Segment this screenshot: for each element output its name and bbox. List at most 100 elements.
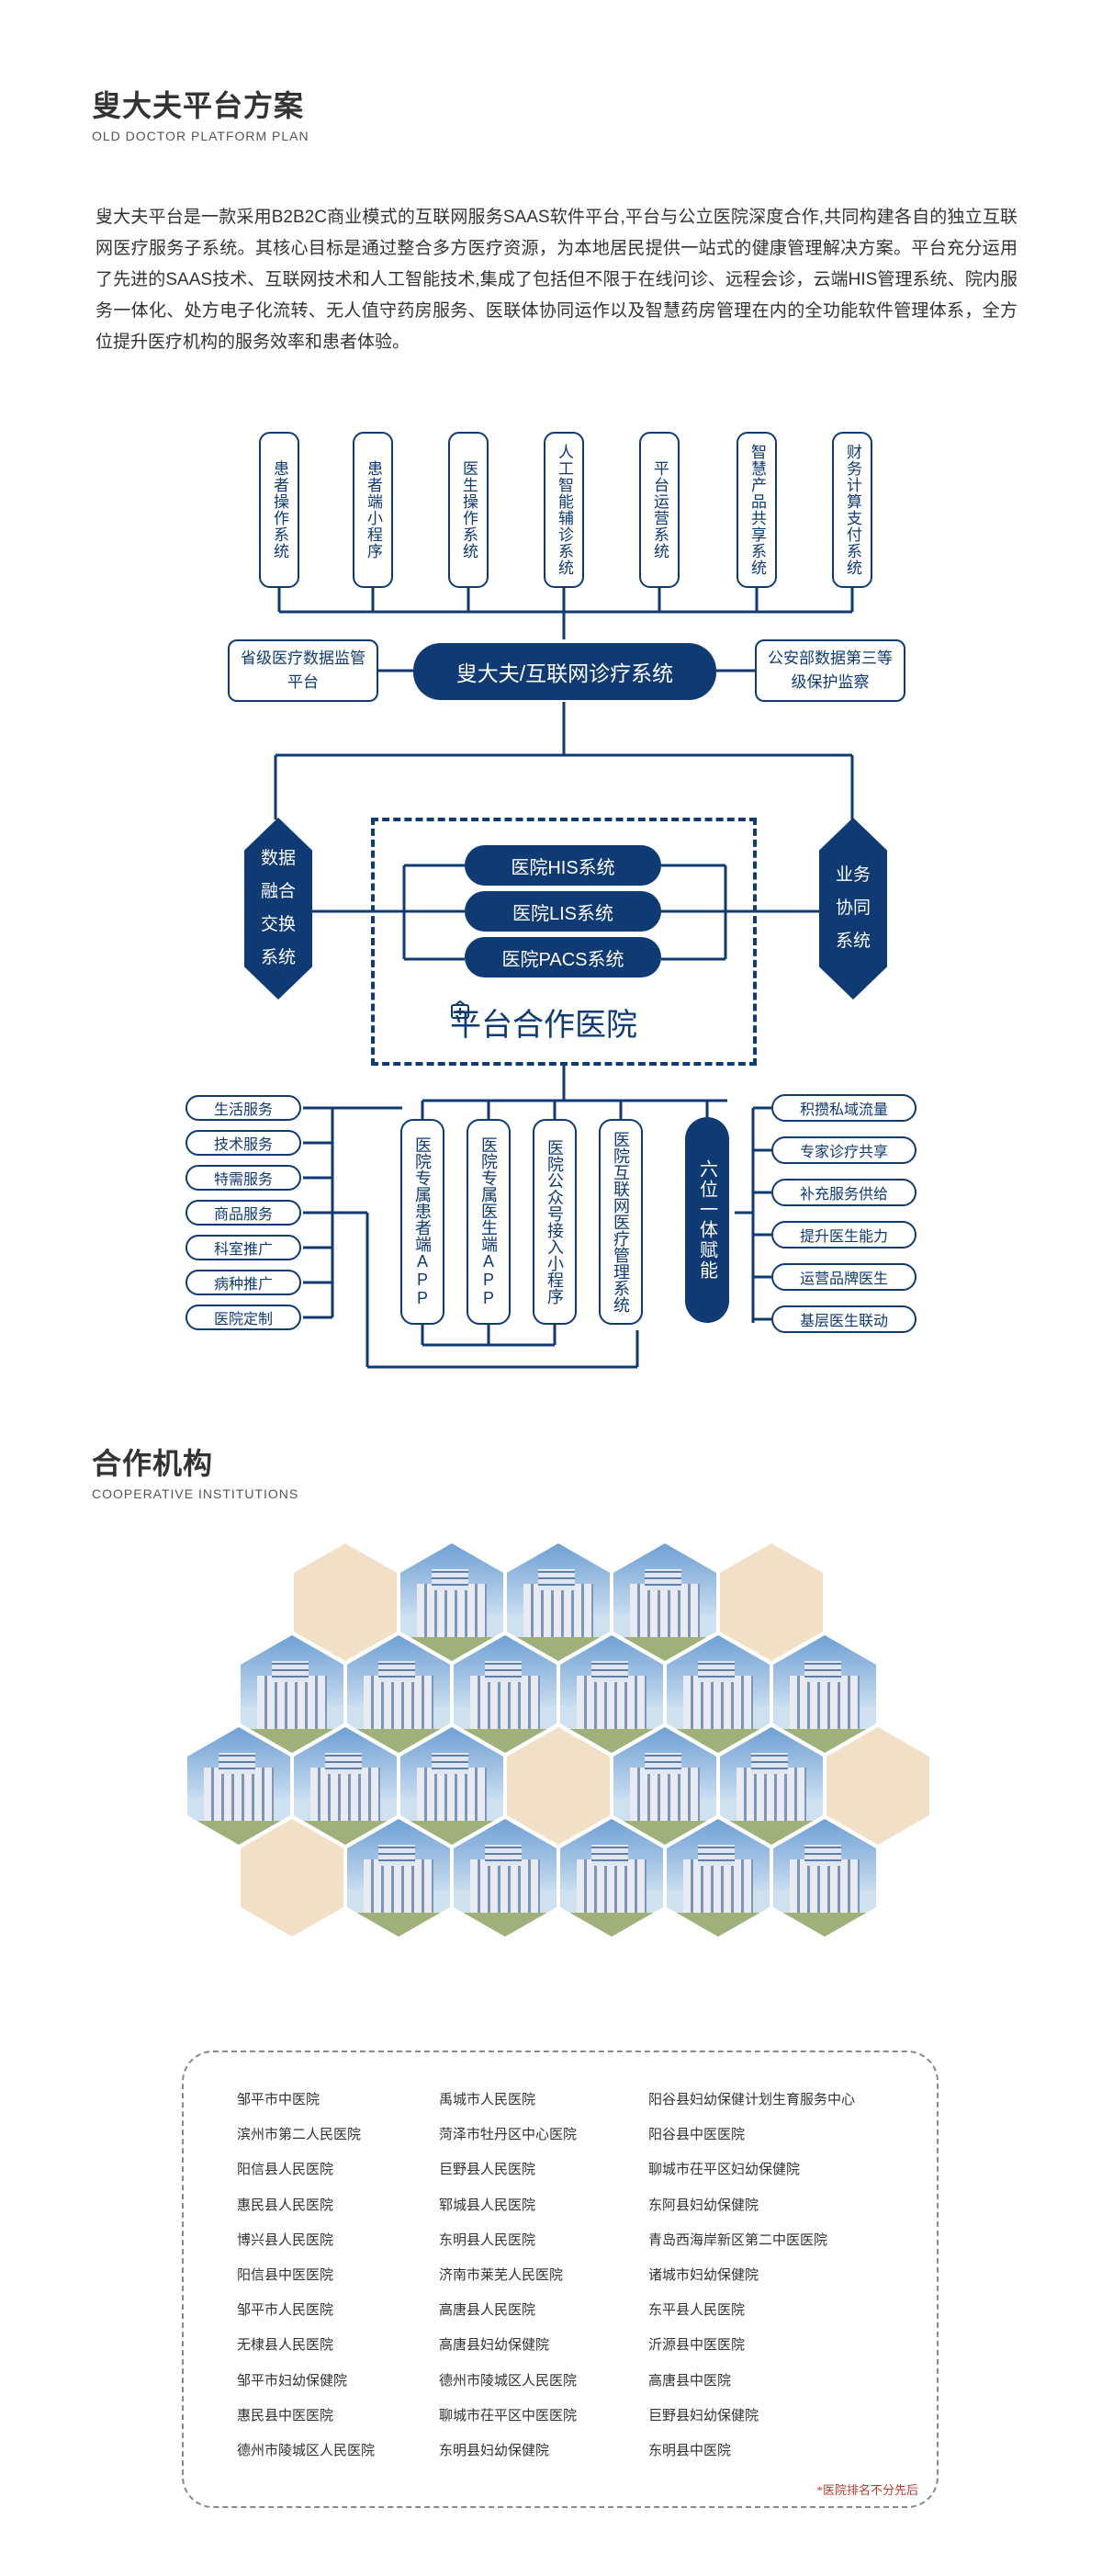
hospital-icon (451, 1000, 469, 1019)
hospital-name: 博兴县人民医院 (237, 2232, 334, 2248)
section-subtitle-platform: OLD DOCTOR PLATFORM PLAN (92, 129, 309, 143)
hospital-photo (720, 1727, 823, 1845)
hospital-name: 东明县中医院 (648, 2444, 732, 2458)
left-service-life: 生活服务 (186, 1095, 301, 1121)
hospital-name: 菏泽市牡丹区中心医院 (439, 2128, 578, 2143)
hospital-name: 阳信县中医医院 (237, 2268, 334, 2283)
hospital-photo (400, 1727, 503, 1845)
section-title-institutions: 合作机构 (92, 1447, 214, 1480)
hex-decor (720, 1543, 823, 1661)
hex-decor (241, 1819, 343, 1937)
his-system-pill: 医院HIS系统 (465, 845, 661, 886)
top-box-platform-operation: 平台运营系统 (639, 432, 680, 588)
data-exchange-hexagon: 数据融合交换系统 (244, 818, 312, 1000)
hospital-name: 高唐县人民医院 (439, 2303, 536, 2319)
hospital-name: 德州市陵城区人民医院 (439, 2373, 578, 2389)
hospital-photo (187, 1727, 290, 1845)
top-box-patient-miniprogram: 患者端小程序 (353, 432, 393, 588)
app-doctor: 医院专属医生端APP (467, 1119, 511, 1325)
hospital-name: 东明县人民医院 (439, 2232, 536, 2248)
ranking-note: *医院排名不分先后 (816, 2483, 918, 2497)
right-service-grassroots: 基层医生联动 (771, 1305, 916, 1333)
hospital-photo (400, 1543, 503, 1661)
left-service-disease: 病种推广 (186, 1270, 301, 1295)
hospital-name: 聊城市茌平区中医医院 (439, 2408, 578, 2423)
hospital-name: 高唐县中医院 (648, 2373, 732, 2389)
business-collaboration-hexagon: 业务协同系统 (819, 818, 887, 1000)
hospital-photo-honeycomb (0, 1543, 1102, 2021)
top-box-smart-product-sharing: 智慧产品共享系统 (737, 432, 777, 588)
hospital-name: 东平县人民医院 (648, 2303, 746, 2319)
partner-hospital-title: 平台合作医院 (450, 1000, 637, 1045)
app-official-account: 医院公众号接入小程序 (533, 1119, 577, 1325)
hospital-photo (613, 1727, 716, 1845)
provincial-data-platform-box: 省级医疗数据监管平台 (228, 639, 378, 702)
hospital-photo (560, 1635, 663, 1753)
top-box-patient-os: 患者操作系统 (259, 432, 299, 588)
data-exchange-label: 数据融合交换系统 (260, 849, 296, 967)
diagram-connectors (274, 588, 854, 1369)
hospital-name: 东阿县妇幼保健院 (648, 2198, 759, 2213)
hospital-name: 无棣县人民医院 (237, 2338, 334, 2354)
top-box-ai-diagnosis: 人工智能辅诊系统 (544, 432, 584, 588)
hospital-name: 沂源县中医医院 (648, 2338, 746, 2354)
hospital-photo (294, 1727, 397, 1845)
hospital-name: 阳谷县中医医院 (648, 2128, 746, 2143)
left-service-tech: 技术服务 (186, 1130, 301, 1156)
hospital-name: 济南市莱芜人民医院 (439, 2268, 564, 2283)
hospital-photo (613, 1543, 716, 1661)
hospital-name: 青岛西海岸新区第二中医医院 (648, 2232, 828, 2248)
platform-intro-paragraph: 叟大夫平台是一款采用B2B2C商业模式的互联网服务SAAS软件平台,平台与公立医… (96, 208, 1018, 352)
left-service-department: 科室推广 (186, 1235, 301, 1260)
section-subtitle-institutions: COOPERATIVE INSTITUTIONS (92, 1486, 299, 1501)
business-collaboration-label: 业务协同系统 (835, 865, 871, 951)
pacs-system-pill: 医院PACS系统 (465, 937, 661, 977)
platform-architecture-diagram: 患者操作系统 患者端小程序 医生操作系统 人工智能辅诊系统 平台运营系统 智慧产… (0, 367, 1102, 1433)
hospital-name: 郓城县人民医院 (439, 2198, 536, 2213)
right-service-expert: 专家诊疗共享 (771, 1136, 916, 1164)
hospital-photo (667, 1635, 770, 1753)
top-box-doctor-os: 医生操作系统 (448, 432, 489, 588)
hospital-name: 滨州市第二人民医院 (237, 2128, 362, 2143)
six-in-one-box: 六位一体赋能 (685, 1117, 729, 1323)
hospital-name: 阳信县人民医院 (237, 2163, 334, 2178)
hospital-name: 巨野县人民医院 (439, 2163, 536, 2178)
lis-system-pill: 医院LIS系统 (465, 891, 661, 932)
hospital-name: 惠民县中医医院 (237, 2408, 334, 2423)
left-service-goods: 商品服务 (186, 1200, 301, 1226)
hospital-photo (454, 1635, 557, 1753)
partner-hospital-frame (371, 818, 757, 1066)
hospital-photo (347, 1819, 450, 1937)
hospital-list-frame (182, 2051, 939, 2508)
hospital-photo (454, 1819, 557, 1937)
hospital-name: 邹平市人民医院 (237, 2303, 334, 2319)
right-service-doctor-ability: 提升医生能力 (771, 1221, 916, 1248)
hospital-name: 邹平市妇幼保健院 (237, 2373, 348, 2389)
hospital-photo (507, 1543, 610, 1661)
core-system-pill: 叟大夫/互联网诊疗系统 (413, 643, 716, 700)
section-title-platform: 叟大夫平台方案 (92, 89, 305, 122)
hospital-photo (241, 1635, 343, 1753)
partner-hospital-label: 平台合作医院 (450, 1008, 637, 1043)
hospital-photo (347, 1635, 450, 1753)
hospital-name: 邹平市中医院 (237, 2093, 320, 2107)
hex-decor (294, 1543, 397, 1661)
top-box-finance-payment: 财务计算支付系统 (832, 432, 872, 588)
right-service-traffic: 积攒私域流量 (771, 1094, 916, 1122)
hospital-name: 禹城市人民医院 (439, 2093, 536, 2107)
hospital-photo (773, 1635, 876, 1753)
hex-decor (826, 1727, 929, 1845)
hospital-name: 诸城市妇幼保健院 (648, 2268, 759, 2283)
app-management-system: 医院互联网医疗管理系统 (599, 1119, 643, 1325)
hospital-name: 德州市陵城区人民医院 (237, 2444, 376, 2458)
left-service-custom: 医院定制 (186, 1305, 301, 1330)
right-service-supply: 补充服务供给 (771, 1179, 916, 1206)
left-service-special: 特需服务 (186, 1165, 301, 1191)
hospital-photo (560, 1819, 663, 1937)
hex-decor (507, 1727, 610, 1845)
hospital-name: 聊城市茌平区妇幼保健院 (648, 2163, 801, 2178)
hospital-name: 东明县妇幼保健院 (439, 2444, 550, 2458)
hospital-photo (773, 1819, 876, 1937)
hospital-photo (667, 1819, 770, 1937)
hospital-name: 巨野县妇幼保健院 (648, 2408, 759, 2423)
